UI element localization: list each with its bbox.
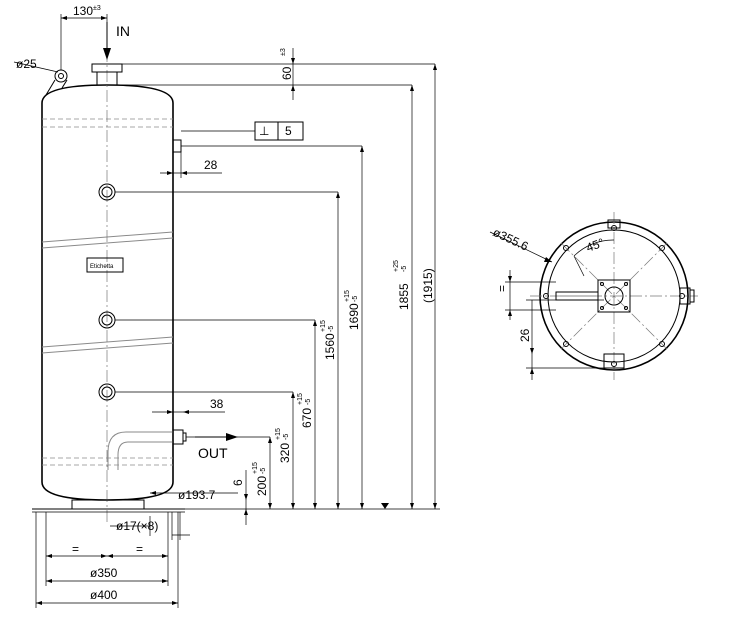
dia-400: ø400 xyxy=(90,588,118,602)
dim-670-tol-dn: -5 xyxy=(305,399,312,405)
dim-320-tol-up: +15 xyxy=(275,428,282,440)
dim-1690: 1690 xyxy=(347,303,361,330)
dim-1690-tol-dn: -5 xyxy=(352,296,359,302)
dim-130: 130 xyxy=(73,4,93,18)
inlet-label: IN xyxy=(116,23,130,39)
equal-right: = xyxy=(136,542,143,556)
dim-1560: 1560 xyxy=(323,333,337,360)
dim-130-tol: ±3 xyxy=(93,5,101,12)
plan-dim-26: 26 xyxy=(518,328,532,342)
dim-1915: (1915) xyxy=(421,268,435,303)
inlet-nozzle xyxy=(91,63,123,73)
dia-193: ø193.7 xyxy=(178,488,216,502)
dim-670: 670 xyxy=(300,408,314,428)
vessel-outline xyxy=(41,84,174,501)
outlet-label: OUT xyxy=(198,445,228,461)
dia-17: ø17(×8) xyxy=(116,519,158,533)
dim-1855-tol-dn: -5 xyxy=(401,266,408,272)
dim-1855-tol-up: +25 xyxy=(393,260,400,272)
dim-670-tol-up: +15 xyxy=(297,393,304,405)
dim-60-tol: ±3 xyxy=(280,48,287,56)
dim-320-tol-dn: -5 xyxy=(283,434,290,440)
dim-1560-tol-up: +15 xyxy=(320,320,327,332)
base-plate xyxy=(71,499,145,510)
outlet-nozzle xyxy=(172,429,184,445)
dia-25-label: ø25 xyxy=(16,57,37,71)
dim-200: 200 xyxy=(255,476,269,496)
dim-1690-tol-up: +15 xyxy=(344,290,351,302)
dia-350: ø350 xyxy=(90,566,118,580)
dim-200-tol-dn: -5 xyxy=(260,468,267,474)
elevation-view: IN ø25 130 ±3 ⊥ 5 28 xyxy=(13,4,440,608)
dim-1560-tol-dn: -5 xyxy=(328,326,335,332)
label-plate xyxy=(86,257,124,273)
equal-left: = xyxy=(72,542,79,556)
plan-angle-45: 45° xyxy=(584,235,606,254)
dim-38: 38 xyxy=(210,397,224,411)
flatness-symbol: ⊥ xyxy=(259,124,269,138)
dim-60: 60 xyxy=(280,66,294,80)
dim-6: 6 xyxy=(231,479,245,486)
dim-1855: 1855 xyxy=(397,283,411,310)
dim-28: 28 xyxy=(204,158,218,172)
plan-view: 45° ø355.6 = 26 xyxy=(489,212,698,380)
flatness-value: 5 xyxy=(285,124,292,138)
label-plate-text: Etichetta xyxy=(90,264,114,270)
dim-320: 320 xyxy=(278,443,292,463)
plan-dia-355: ø355.6 xyxy=(491,225,531,254)
dim-200-tol-up: +15 xyxy=(252,462,259,474)
plan-equal: = xyxy=(495,285,509,292)
